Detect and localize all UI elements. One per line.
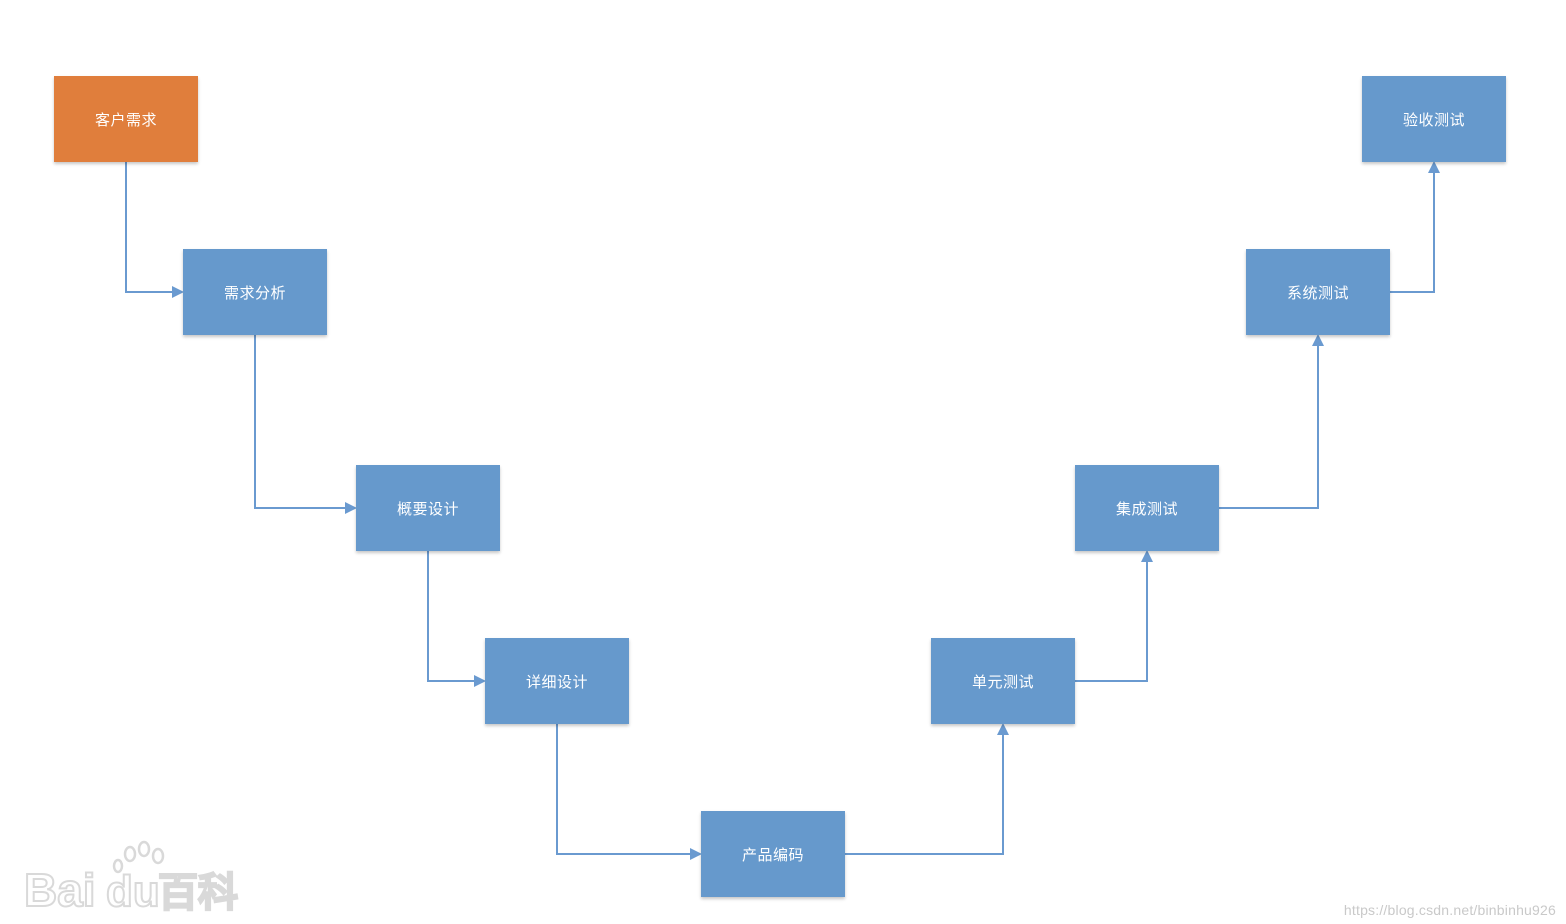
connector-requirements-analysis-to-high-level-design <box>254 335 357 514</box>
connector-unit-testing-to-integration-testing <box>1075 550 1153 682</box>
node-product-coding: 产品编码 <box>701 811 845 897</box>
node-label: 系统测试 <box>1286 283 1349 302</box>
connector-customer-requirements-to-requirements-analysis <box>125 162 184 298</box>
node-detailed-design: 详细设计 <box>485 638 629 724</box>
svg-text:百科: 百科 <box>158 870 238 916</box>
connector-product-coding-to-unit-testing <box>845 723 1009 855</box>
node-customer-requirements: 客户需求 <box>54 76 198 162</box>
node-label: 客户需求 <box>94 110 157 129</box>
node-label: 概要设计 <box>396 499 459 518</box>
node-high-level-design: 概要设计 <box>356 465 500 551</box>
node-label: 集成测试 <box>1115 499 1178 518</box>
node-system-testing: 系统测试 <box>1246 249 1390 335</box>
connector-lines <box>125 161 1440 860</box>
source-url-watermark: https://blog.csdn.net/binbinhu926 <box>1343 902 1556 918</box>
connector-integration-testing-to-system-testing <box>1219 334 1324 509</box>
node-integration-testing: 集成测试 <box>1075 465 1219 551</box>
baidu-baike-watermark: Bai du 百科 <box>23 840 239 916</box>
svg-text:du: du <box>106 867 160 916</box>
node-label: 详细设计 <box>525 672 588 691</box>
connector-detailed-design-to-product-coding <box>556 724 702 860</box>
node-unit-testing: 单元测试 <box>931 638 1075 724</box>
node-label: 验收测试 <box>1402 110 1465 129</box>
connector-system-testing-to-acceptance-testing <box>1390 161 1440 293</box>
node-acceptance-testing: 验收测试 <box>1362 76 1506 162</box>
connector-high-level-design-to-detailed-design <box>427 551 486 687</box>
node-label: 需求分析 <box>223 283 286 302</box>
svg-text:Bai: Bai <box>24 864 96 916</box>
node-label: 产品编码 <box>741 845 804 864</box>
node-label: 单元测试 <box>971 672 1034 691</box>
node-requirements-analysis: 需求分析 <box>183 249 327 335</box>
